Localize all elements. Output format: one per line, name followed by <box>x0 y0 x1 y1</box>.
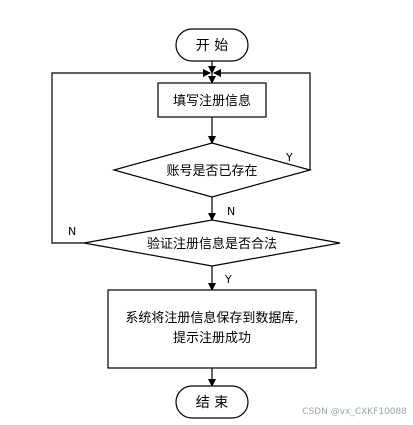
account-exists-label: 账号是否已存在 <box>166 164 257 179</box>
edge-exists-yes-loop <box>213 69 311 170</box>
save-info-line1: 系统将注册信息保存到数据库, <box>125 310 298 326</box>
edge-validate-no-loop <box>51 69 211 244</box>
fill-info-label: 填写注册信息 <box>173 93 251 109</box>
exists-yes-label: Y <box>285 151 293 164</box>
fill-info-box <box>157 82 267 118</box>
save-info-box <box>107 289 317 369</box>
end-terminal <box>175 385 249 419</box>
save-info-line2: 提示注册成功 <box>173 330 251 346</box>
watermark: CSDN @vx_CXKF10088 <box>302 407 407 417</box>
validate-yes-label: Y <box>224 273 232 286</box>
exists-no-label: N <box>227 205 235 218</box>
end-label: 结 束 <box>196 395 228 411</box>
validate-no-label: N <box>68 225 76 238</box>
validate-info-label: 验证注册信息是否合法 <box>147 236 277 252</box>
start-label: 开 始 <box>196 38 228 54</box>
